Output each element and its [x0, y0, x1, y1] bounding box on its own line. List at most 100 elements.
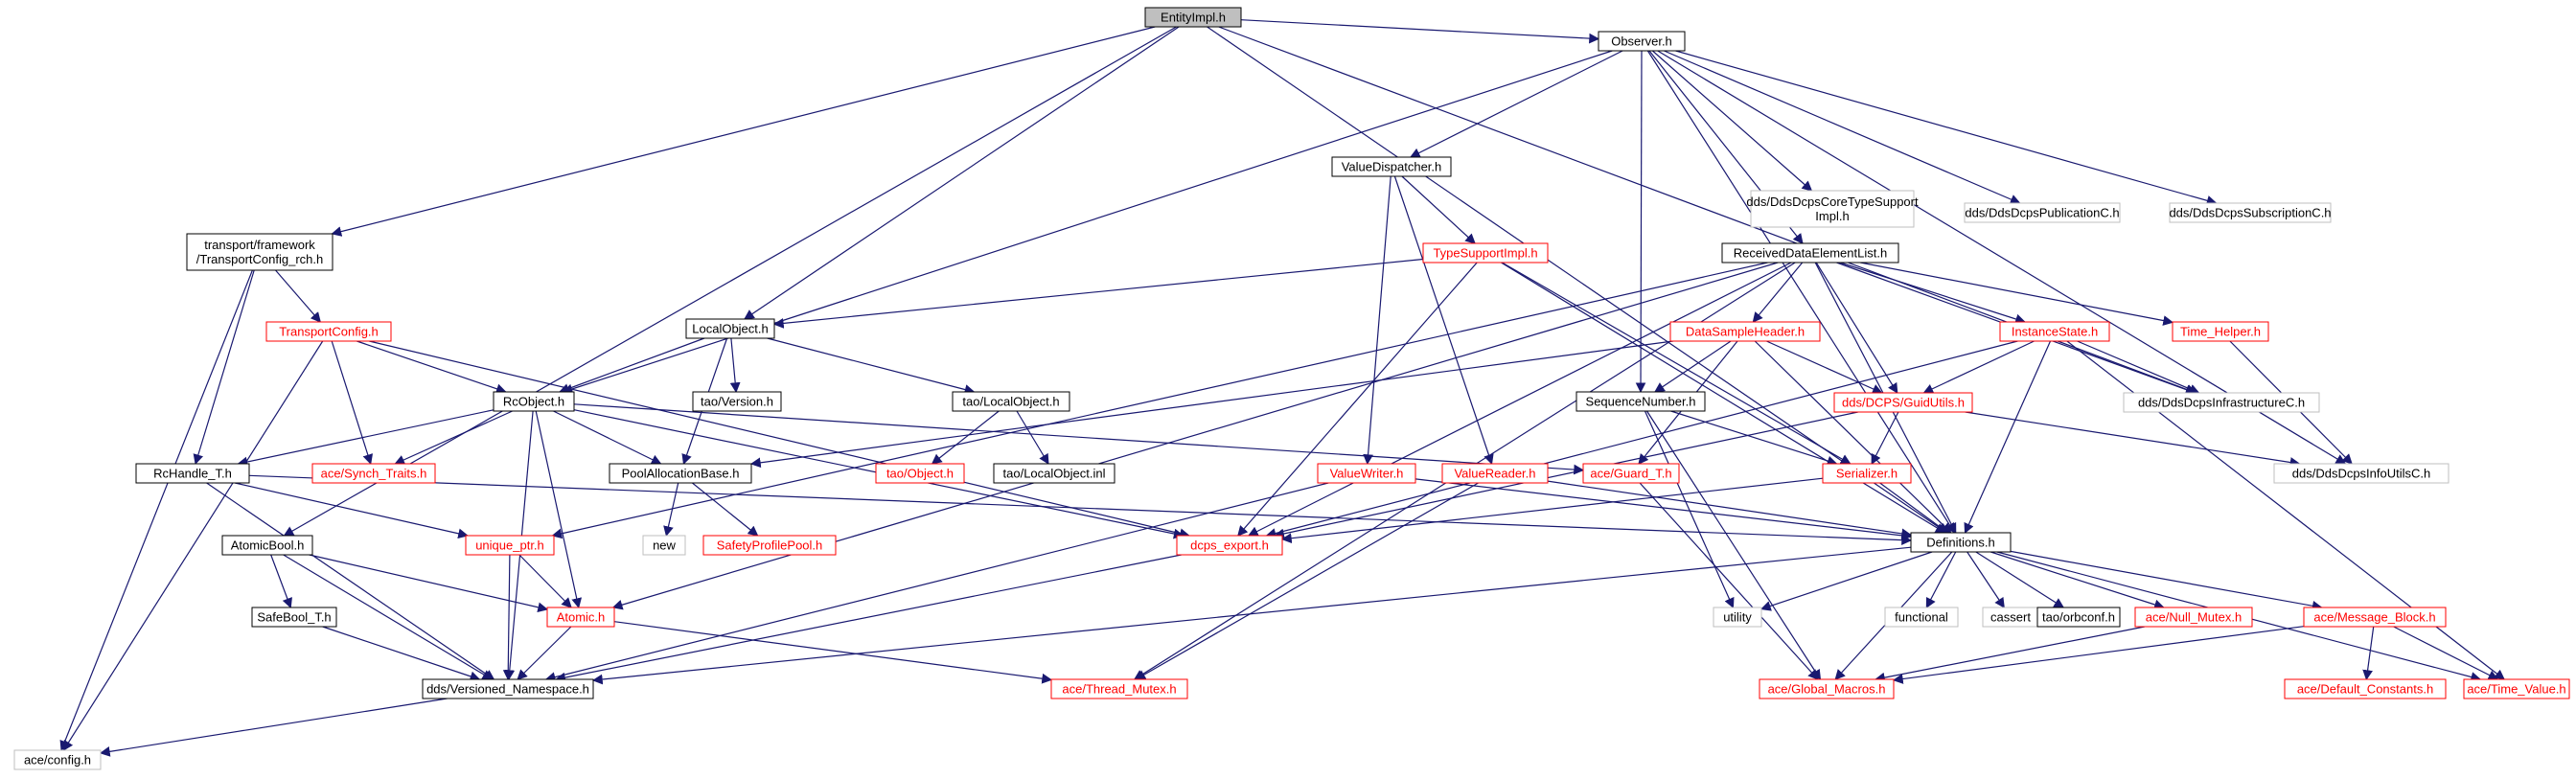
node-uniqueptr[interactable]: unique_ptr.h: [465, 535, 555, 556]
node-infrastructurec[interactable]: dds/DdsDcpsInfrastructureC.h: [2123, 392, 2320, 413]
node-globalmacros[interactable]: ace/Global_Macros.h: [1759, 678, 1895, 699]
edge-definitions-to-versionednamespace: [591, 546, 1912, 685]
edge-receiveddel-to-datasampleheader: [1752, 262, 1804, 323]
edge-typesupportimpl-to-serializer: [1501, 262, 1852, 465]
node-aceguard[interactable]: ace/Guard_T.h: [1582, 463, 1680, 484]
node-threadmutex[interactable]: ace/Thread_Mutex.h: [1050, 678, 1188, 699]
edge-valuedispatcher-to-valuereader: [1393, 175, 1494, 466]
node-box: [13, 749, 102, 770]
node-label: ace/Synch_Traits.h: [321, 467, 427, 481]
edge-definitions-to-functional: [1925, 551, 1957, 608]
node-entityimpl[interactable]: EntityImpl.h: [1144, 7, 1242, 28]
edge-entityimpl-to-observer: [1240, 19, 1600, 44]
edge-definitions-to-cassert: [1966, 551, 2005, 608]
node-label: ace/Message_Block.h: [2313, 610, 2435, 625]
node-rcobject[interactable]: RcObject.h: [493, 391, 575, 412]
node-box: [1759, 678, 1895, 699]
edge-receiveddel-to-guidutils: [1815, 262, 1898, 394]
edge-valuedispatcher-to-valuewriter: [1363, 175, 1392, 466]
node-valuereader[interactable]: ValueReader.h: [1441, 463, 1549, 484]
edge-entityimpl-to-transportconfig_rch: [331, 26, 1156, 237]
node-label: ace/Time_Value.h: [2467, 682, 2565, 697]
node-utility[interactable]: utility: [1713, 607, 1762, 628]
edge-definitions-to-utility: [1760, 551, 1933, 611]
node-serializer[interactable]: Serializer.h: [1822, 463, 1912, 484]
node-sequencenumber[interactable]: SequenceNumber.h: [1576, 391, 1706, 412]
node-atomic[interactable]: Atomic.h: [546, 607, 615, 628]
node-defaultconstants[interactable]: ace/Default_Constants.h: [2284, 678, 2447, 699]
node-taoversion[interactable]: tao/Version.h: [692, 391, 782, 412]
edge-messageblock-to-globalmacros: [1892, 626, 2305, 684]
node-subscriptionc[interactable]: dds/DdsDcpsSubscriptionC.h: [2169, 202, 2332, 223]
node-box: [692, 391, 782, 412]
node-valuewriter[interactable]: ValueWriter.h: [1317, 463, 1416, 484]
node-taolocalobjectinl[interactable]: tao/LocalObject.inl: [993, 463, 1116, 484]
node-box: [422, 678, 594, 699]
node-safeboolt[interactable]: SafeBool_T.h: [251, 607, 337, 628]
node-datasampleheader[interactable]: DataSampleHeader.h: [1669, 321, 1821, 342]
node-taoobject[interactable]: tao/Object.h: [875, 463, 965, 484]
node-box: [2284, 678, 2447, 699]
node-typesupportimpl[interactable]: TypeSupportImpl.h: [1422, 242, 1549, 263]
node-publicationc[interactable]: dds/DdsDcpsPublicationC.h: [1964, 202, 2121, 223]
edge-receiveddel-to-dcpsexport: [1247, 262, 1792, 537]
edge-instancestate-to-dcpsexport: [1265, 340, 2018, 538]
edge-transportconfig_rch-to-config: [59, 269, 253, 752]
node-box: [465, 535, 555, 556]
edge-datasampleheader-to-poolallocationbase: [749, 340, 1673, 469]
node-label: SequenceNumber.h: [1586, 395, 1696, 409]
node-box: [609, 463, 752, 484]
node-orbconf[interactable]: tao/orbconf.h: [2036, 607, 2121, 628]
node-poolallocationbase[interactable]: PoolAllocationBase.h: [609, 463, 752, 484]
node-label: RcObject.h: [503, 395, 564, 409]
node-observer[interactable]: Observer.h: [1598, 31, 1686, 52]
node-synchtraits[interactable]: ace/Synch_Traits.h: [311, 463, 436, 484]
node-cassert[interactable]: cassert: [1982, 607, 2039, 628]
node-transportconfig_rch[interactable]: transport/framework/TransportConfig_rch.…: [186, 233, 334, 271]
edge-taolocalobject-to-taolocalobjectinl: [1016, 410, 1049, 465]
node-timehelper[interactable]: Time_Helper.h: [2172, 321, 2269, 342]
node-label: dds/DdsDcpsInfrastructureC.h: [2138, 396, 2305, 410]
edge-rchandle-to-uniqueptr: [234, 482, 469, 539]
edge-receiveddel-to-instancestate: [1839, 262, 2026, 325]
node-functional[interactable]: functional: [1884, 607, 1959, 628]
node-taolocalobject[interactable]: tao/LocalObject.h: [952, 391, 1070, 412]
node-box: [311, 463, 436, 484]
edge-localobject-to-taolocalobject: [767, 337, 976, 395]
node-receiveddel[interactable]: ReceivedDataElementList.h: [1721, 242, 1899, 263]
node-box: [1050, 678, 1188, 699]
node-atomicbool[interactable]: AtomicBool.h: [221, 535, 313, 556]
node-box: [1721, 242, 1899, 263]
node-config[interactable]: ace/config.h: [13, 749, 102, 770]
node-label: tao/Object.h: [886, 467, 954, 481]
node-localobject[interactable]: LocalObject.h: [685, 318, 775, 339]
node-new[interactable]: new: [642, 535, 686, 556]
node-box: [1833, 392, 1973, 413]
node-transportconfig[interactable]: TransportConfig.h: [265, 321, 392, 342]
node-label: dds/DdsDcpsPublicationC.h: [1965, 206, 2119, 220]
edge-receiveddel-to-timehelper: [1860, 262, 2174, 326]
node-box: [546, 607, 615, 628]
edge-entityimpl-to-definitions: [1207, 26, 1948, 534]
node-guidutils[interactable]: dds/DCPS/GuidUtils.h: [1833, 392, 1973, 413]
node-safetyprofilepool[interactable]: SafetyProfilePool.h: [702, 535, 837, 556]
node-timevalue[interactable]: ace/Time_Value.h: [2463, 678, 2570, 699]
node-definitions[interactable]: Definitions.h: [1910, 532, 2012, 553]
node-label: Observer.h: [1611, 34, 1672, 49]
node-label: ace/Global_Macros.h: [1768, 682, 1886, 697]
node-rchandle[interactable]: RcHandle_T.h: [135, 463, 250, 484]
edge-observer-to-sequencenumber: [1635, 50, 1646, 394]
node-box: [2036, 607, 2121, 628]
node-dcpsexport[interactable]: dcps_export.h: [1176, 535, 1283, 556]
node-box: [1422, 242, 1549, 263]
edge-sequencenumber-to-serializer: [1670, 410, 1838, 467]
edge-messageblock-to-timevalue: [2393, 626, 2499, 680]
node-messageblock[interactable]: ace/Message_Block.h: [2303, 607, 2447, 628]
node-instancestate[interactable]: InstanceState.h: [1999, 321, 2110, 342]
node-valuedispatcher[interactable]: ValueDispatcher.h: [1331, 156, 1452, 177]
node-box: [251, 607, 337, 628]
node-infoutilsc[interactable]: dds/DdsDcpsInfoUtilsC.h: [2273, 463, 2450, 484]
node-versionednamespace[interactable]: dds/Versioned_Namespace.h: [422, 678, 594, 699]
node-nullmutex[interactable]: ace/Null_Mutex.h: [2134, 607, 2253, 628]
